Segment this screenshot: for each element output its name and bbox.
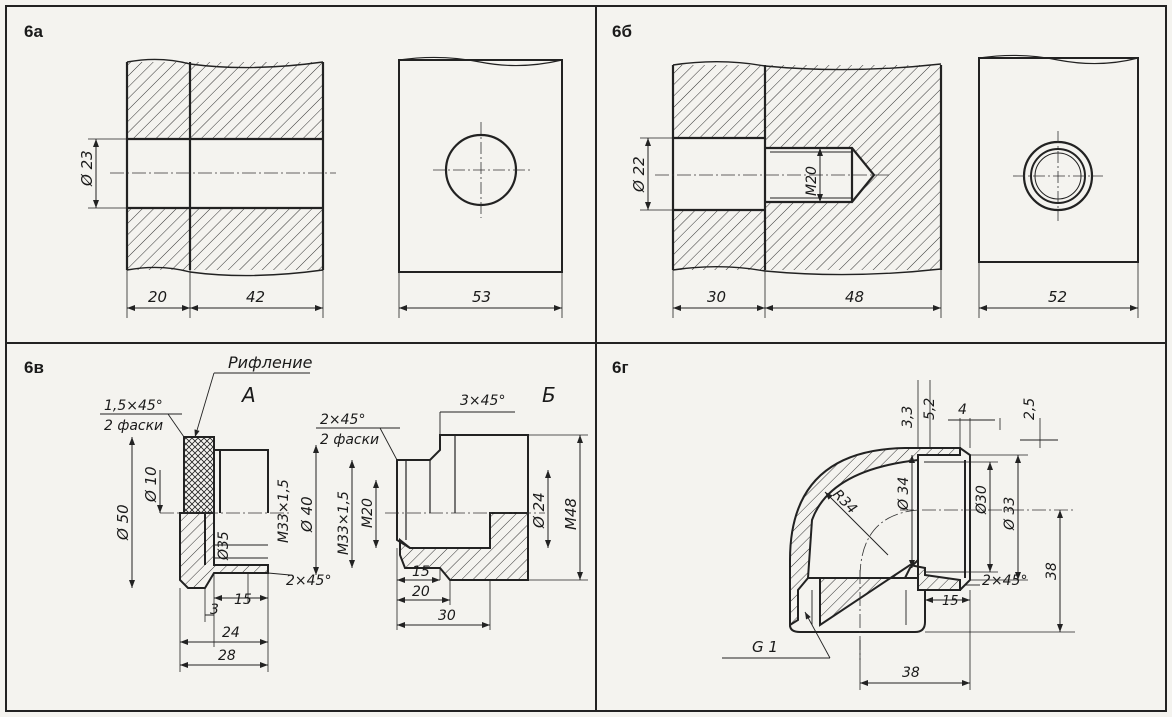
ext-lines-dia-6b bbox=[640, 137, 673, 211]
leader-chamfer-2 bbox=[379, 427, 398, 461]
dim-b30: 30 bbox=[438, 608, 456, 624]
ext-lines-right-b bbox=[528, 434, 588, 581]
ext-lines-bottom-b bbox=[396, 548, 491, 630]
dim-m20: M20 bbox=[360, 498, 376, 528]
dim-d40: Ø 40 bbox=[298, 496, 316, 533]
dim-d35: Ø35 bbox=[216, 531, 232, 561]
panel-6a: Ø 23 20 42 53 bbox=[78, 56, 563, 318]
dim-d24: Ø 24 bbox=[530, 492, 548, 529]
ext-lines-bottom-a bbox=[179, 573, 269, 672]
elbow-outer-wall bbox=[789, 447, 961, 627]
label-part-a: А bbox=[240, 383, 256, 407]
dim-w3-6a: 53 bbox=[472, 288, 491, 306]
dim-15-6g: 15 bbox=[942, 594, 959, 609]
elbow-thread-lines bbox=[811, 461, 964, 625]
dim-dia30: Ø30 bbox=[974, 485, 990, 515]
dim-a28: 28 bbox=[218, 648, 236, 664]
dim-thread-6b: M20 bbox=[804, 166, 820, 196]
dim-a15: 15 bbox=[234, 592, 252, 608]
break-line-bottom-6a bbox=[126, 266, 324, 277]
panel-6g: R34 Ø 34 Ø30 Ø 33 38 3,3 5,2 4 2,5 15 2×… bbox=[722, 380, 1075, 690]
label-part-b: Б bbox=[542, 383, 556, 407]
dim-chamfer-3: 3×45° bbox=[460, 393, 505, 409]
leader-knurling-diag bbox=[194, 372, 215, 438]
dim-dia34: Ø 34 bbox=[896, 477, 912, 511]
panel-label-6v: 6в bbox=[24, 358, 44, 377]
knurled-zone bbox=[183, 436, 215, 514]
dim-w1-6b: 30 bbox=[707, 288, 726, 306]
break-line-top-6b bbox=[672, 61, 942, 71]
dim-52: 5,2 bbox=[922, 398, 938, 420]
label-knurling: Рифление bbox=[228, 353, 313, 372]
section-outline-6b bbox=[671, 65, 943, 270]
dim-33: 3,3 bbox=[900, 406, 916, 428]
elbow-inner-wall bbox=[819, 557, 961, 627]
dim-m33b: M33×1,5 bbox=[336, 491, 352, 555]
dim-w38-6g: 38 bbox=[902, 665, 920, 681]
dim-chamfer-6g: 2×45° bbox=[982, 573, 1027, 589]
part-a-thread bbox=[214, 544, 268, 559]
part-b-inner bbox=[405, 435, 456, 540]
dim-4: 4 bbox=[958, 402, 967, 418]
bore-6b bbox=[673, 138, 765, 210]
dim-w3-6b: 52 bbox=[1048, 288, 1067, 306]
sheet-frame bbox=[5, 5, 1167, 712]
dim-d50: Ø 50 bbox=[114, 504, 132, 541]
break-line-right-top-6b bbox=[978, 54, 1139, 65]
dim-w1-6a: 20 bbox=[148, 288, 167, 306]
dim-dia-6b: Ø 22 bbox=[630, 156, 648, 193]
dim-25: 2,5 bbox=[1022, 398, 1038, 420]
panel-label-6g: 6г bbox=[612, 358, 629, 377]
break-line-top-6a bbox=[126, 58, 324, 69]
section-outline-6a bbox=[125, 62, 325, 270]
dim-a24: 24 bbox=[222, 625, 240, 641]
dim-m48: M48 bbox=[562, 498, 580, 530]
part-a-section bbox=[179, 512, 269, 589]
dim-h38: 38 bbox=[1044, 562, 1060, 580]
label-thread-g1: G 1 bbox=[752, 638, 778, 656]
dim-faski-1: 2 фаски bbox=[104, 418, 163, 434]
elbow-arc-axis bbox=[859, 509, 919, 579]
break-line-right-top-6a bbox=[398, 56, 563, 67]
break-line-bottom-6b bbox=[672, 266, 942, 276]
ext-lines-right-6g bbox=[925, 454, 1075, 633]
dim-b15: 15 bbox=[412, 564, 430, 580]
hole-6a bbox=[127, 139, 323, 208]
view-right-6b bbox=[978, 57, 1139, 263]
dim-a3: 3 bbox=[210, 602, 219, 618]
view-right-6a bbox=[398, 59, 563, 273]
dim-chamfer-2: 2×45° bbox=[320, 412, 365, 428]
panel-6b: Ø 22 M20 30 48 52 bbox=[630, 54, 1139, 318]
dim-w2-6b: 48 bbox=[845, 288, 864, 306]
leader-chamfer-4 bbox=[267, 572, 291, 576]
panel-label-6b: 6б bbox=[612, 22, 632, 41]
dim-m33a: M33×1,5 bbox=[276, 479, 292, 543]
dim-faski-2: 2 фаски bbox=[320, 432, 379, 448]
panel-label-6a: 6а bbox=[24, 22, 43, 41]
panel-6v: Рифление А Б 1,5×45° 2 фаски Ø 50 Ø 10 Ø… bbox=[100, 353, 588, 672]
part-a-outline bbox=[180, 437, 269, 565]
ext-lines-top-6g bbox=[917, 380, 1041, 448]
dim-w2-6a: 42 bbox=[246, 288, 265, 306]
dim-d10: Ø 10 bbox=[142, 466, 160, 503]
leader-g1 bbox=[804, 611, 831, 659]
dim-dia33: Ø 33 bbox=[1002, 497, 1018, 531]
dim-line-r34 bbox=[824, 491, 889, 556]
leader-chamfer-1 bbox=[167, 413, 185, 438]
ext-lines-bottom-6a bbox=[126, 270, 563, 318]
dim-chamfer-1: 1,5×45° bbox=[104, 398, 163, 414]
dim-chamfer-4: 2×45° bbox=[286, 573, 331, 589]
thread-minor-6b bbox=[770, 151, 852, 199]
dim-dia-6a: Ø 23 bbox=[78, 150, 96, 187]
elbow-outline bbox=[789, 447, 971, 633]
dim-r34: R34 bbox=[829, 487, 860, 518]
dim-b20: 20 bbox=[412, 584, 430, 600]
ext-lines-bottom-6b bbox=[672, 262, 1139, 318]
